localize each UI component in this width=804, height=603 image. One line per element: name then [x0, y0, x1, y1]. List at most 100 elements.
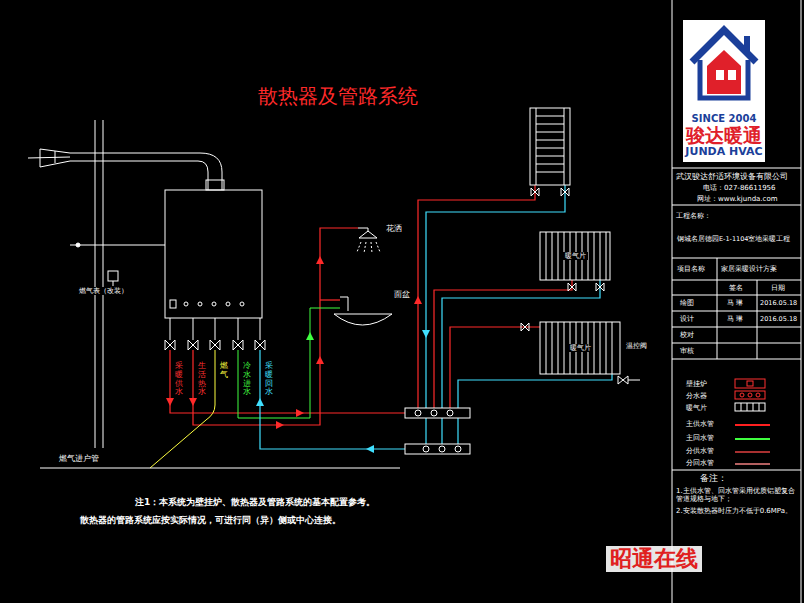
legend-sample: [735, 424, 770, 426]
wall-line: [103, 120, 104, 448]
towel-radiator: [530, 108, 570, 185]
panel-radiator: [546, 322, 612, 374]
supply-pipe: [320, 299, 340, 300]
pipe-label: 采暖供水: [175, 362, 183, 397]
table-cell: 家居采暖设计方案: [721, 265, 777, 273]
towel-radiator: [536, 132, 564, 133]
table-cell: 工程名称：: [676, 212, 711, 220]
shower-symbol: [357, 242, 380, 253]
legend-text: 壁挂炉: [686, 380, 707, 388]
logo-text: JUNDA HVAC: [683, 146, 764, 159]
wall-boiler: [226, 302, 230, 306]
flow-arrow: [256, 398, 264, 406]
company-logo: [744, 36, 750, 52]
basin-symbol: [340, 297, 348, 311]
pipe-label: 冷水进水: [243, 362, 251, 397]
panel-radiator: [540, 232, 610, 280]
drawing-note: 散热器的管路系统应按实际情况，可进行同（异）侧或中心连接。: [80, 515, 341, 526]
boiler-valves: [170, 318, 171, 340]
gas-main: [40, 468, 400, 469]
boiler-valves: [188, 340, 198, 350]
flow-arrow: [276, 421, 284, 429]
wall-line: [70, 245, 165, 246]
gas-pipe: [150, 350, 215, 468]
wall-boiler: [212, 302, 216, 306]
legend-sample: [747, 381, 753, 386]
flow-arrow: [316, 356, 324, 364]
radiator-box: 暖气片: [540, 322, 620, 374]
towel-radiator: [536, 140, 564, 141]
company-logo: [683, 20, 765, 162]
wall-line: [70, 120, 165, 448]
drawing-note: 注1：本系统为壁挂炉、散热器及管路系统的基本配置参考。: [135, 497, 375, 508]
legend-text: 分回水管: [686, 459, 714, 467]
title-block-frame: [672, 205, 801, 206]
wall-boiler: [240, 302, 244, 306]
legend-text: 分供水管: [686, 447, 714, 455]
panel-radiator: [628, 380, 640, 381]
towel-radiator: [530, 108, 570, 196]
towel-radiator: [536, 172, 564, 173]
basin-symbol: [334, 297, 392, 325]
title-block-frame: [672, 0, 673, 603]
towel-radiator: [536, 108, 537, 185]
supply-pipe: [170, 350, 405, 413]
flue-pipe: [70, 153, 222, 190]
manifold: [415, 410, 421, 416]
gas-meter-label: 燃气表（改装）: [78, 287, 129, 295]
flue-pipe: [70, 161, 208, 190]
notes-heading: 备注：: [700, 473, 727, 484]
panel-radiator: [596, 283, 604, 291]
gas-meter-symbol: [108, 271, 118, 281]
boiler-valves: [193, 318, 194, 340]
pipe-label: 采暖回水: [265, 362, 273, 397]
title-block-frame: [757, 280, 758, 359]
boiler-valves: [238, 318, 239, 340]
legend-sample: [735, 379, 765, 388]
table-cell: 2016.05.18: [760, 316, 797, 324]
title-block-frame: [717, 258, 718, 359]
company-phone: 电话：027-86611956: [703, 184, 776, 192]
legend-sample: [735, 403, 765, 411]
supply-pipe: [170, 185, 572, 425]
company-logo: [716, 70, 724, 80]
company-logo-box: SINCE 2004骏达暖通JUNDA HVAC: [680, 20, 768, 162]
panel-radiator: [540, 322, 620, 374]
title-block-frame: [672, 258, 801, 259]
wall-line: [76, 243, 80, 247]
legend-sample: [735, 379, 770, 464]
boiler-valves: [165, 318, 265, 350]
title-block-frame: [672, 359, 801, 360]
table-cell: 日期: [771, 284, 785, 292]
towel-radiator: [536, 148, 564, 149]
table-cell: 签名: [729, 284, 743, 292]
towel-radiator: [564, 108, 565, 185]
flow-arrow: [366, 445, 374, 453]
radiator-label: 暖气片: [568, 344, 593, 352]
manifold: [455, 446, 461, 452]
wall-boiler: [198, 302, 202, 306]
table-cell: 2016.05.18: [760, 300, 797, 308]
wall-boiler: [184, 302, 188, 306]
legend-sample: [735, 451, 770, 453]
company-name: 武汉骏达舒适环境设备有限公司: [676, 172, 788, 181]
flow-arrow: [316, 256, 324, 264]
panel-radiator: [546, 232, 606, 280]
gas-pipe: [150, 350, 215, 468]
title-block-frame: [672, 168, 801, 169]
legend-sample: [735, 463, 770, 465]
table-cell: 马 琳: [727, 299, 743, 307]
fixture-label: 花洒: [386, 224, 402, 234]
boiler-valves: [255, 340, 265, 350]
shower-symbol: [357, 228, 380, 253]
pipe-label: 燃气: [220, 362, 228, 380]
manifold: [439, 446, 445, 452]
table-cell: 绘图: [680, 299, 694, 307]
title-block-frame: [672, 343, 801, 344]
title-block-frame: [801, 0, 802, 603]
title-block-frame: [672, 295, 801, 296]
basin-symbol: [334, 314, 392, 325]
flow-arrow: [166, 256, 430, 453]
title-block-frame: [672, 311, 801, 312]
supply-pipe: [450, 327, 540, 408]
